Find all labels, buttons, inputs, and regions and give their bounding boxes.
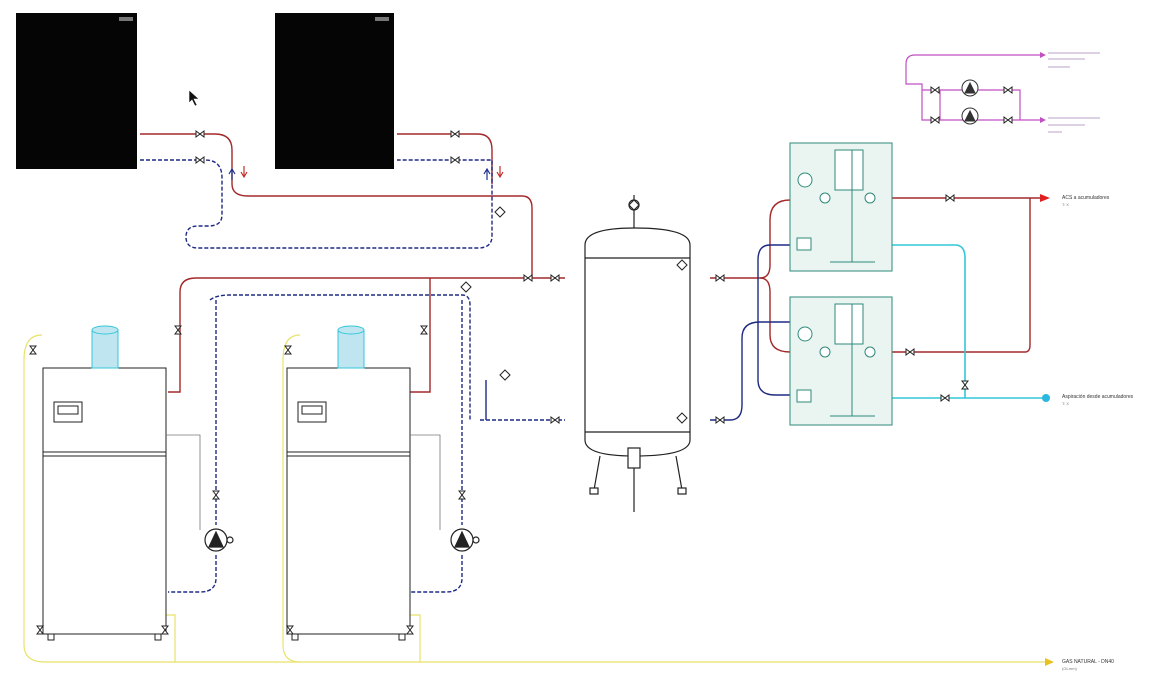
valve-icon xyxy=(458,490,466,500)
valve-icon xyxy=(715,416,725,424)
valve-icon xyxy=(406,625,414,635)
unit-right-badge xyxy=(375,17,389,21)
valve-icon xyxy=(940,394,950,402)
boiler-right xyxy=(286,325,411,641)
heat-pump-unit-left xyxy=(16,13,137,169)
legend-arrow-top xyxy=(1040,52,1046,58)
boiler-left xyxy=(42,325,167,641)
pump-left xyxy=(204,528,234,552)
acs-outlet-arrow xyxy=(1040,194,1050,202)
gas-inlet-label: GAS NATURAL - DN40 xyxy=(1062,659,1114,665)
valve-icon xyxy=(523,274,533,282)
sensor-icon xyxy=(460,281,472,293)
valve-icon xyxy=(174,325,182,335)
gas-inlet-sublabel: (Gt-mm) xyxy=(1062,666,1078,671)
valve-icon xyxy=(161,625,169,635)
valve-icon xyxy=(715,274,725,282)
return-inlet-sublabel: T: X xyxy=(1062,401,1069,406)
valve-icon xyxy=(550,274,560,282)
acs-outlet-label: ACS a acumuladores xyxy=(1062,195,1110,201)
legend-pumps xyxy=(961,79,979,125)
cursor-icon xyxy=(188,89,200,107)
valve-icon xyxy=(930,116,940,124)
sensor-icon xyxy=(676,412,688,424)
pump-right xyxy=(450,528,480,552)
valve-icon xyxy=(195,130,205,138)
valve-icon xyxy=(284,345,292,355)
valve-icon xyxy=(29,345,37,355)
dhw-module-bottom xyxy=(789,296,893,426)
valve-icon xyxy=(420,325,428,335)
dhw-cold-pipes xyxy=(875,244,1045,399)
flue-pipe-left xyxy=(91,329,119,369)
valve-icon xyxy=(550,416,560,424)
legend-placeholder-text xyxy=(1048,52,1100,133)
valve-icon xyxy=(1003,116,1013,124)
flue-pipe-right xyxy=(337,329,365,369)
legend-loop xyxy=(905,54,1040,121)
flue-cap-left xyxy=(91,325,119,335)
valve-icon xyxy=(1003,86,1013,94)
sensor-icon xyxy=(494,206,506,218)
flue-cap-right xyxy=(337,325,365,335)
valves xyxy=(29,86,1013,635)
heat-pump-unit-right xyxy=(275,13,394,169)
valve-icon xyxy=(450,130,460,138)
sensor-icon xyxy=(499,369,511,381)
hot-supply-pipes xyxy=(140,133,1040,393)
return-inlet-marker xyxy=(1042,394,1050,402)
sensor-icon xyxy=(676,259,688,271)
valve-icon xyxy=(212,490,220,500)
valve-icon xyxy=(961,380,969,390)
valve-icon xyxy=(195,156,205,164)
valve-icon xyxy=(930,86,940,94)
cold-return-pipes xyxy=(140,159,790,593)
valve-icon xyxy=(36,625,44,635)
valve-icon xyxy=(450,156,460,164)
legend-arrow-bottom xyxy=(1040,117,1046,123)
valve-icon xyxy=(286,625,294,635)
buffer-tank xyxy=(584,195,691,512)
valve-icon xyxy=(945,194,955,202)
return-inlet-label: Aspiración desde acumuladores xyxy=(1062,394,1134,400)
dhw-module-top xyxy=(789,142,893,272)
gas-inlet-arrow xyxy=(1045,658,1054,666)
unit-left-badge xyxy=(119,17,133,21)
acs-outlet-sublabel: T: X xyxy=(1062,202,1069,207)
flow-arrows xyxy=(228,166,504,180)
boiler-control-lines xyxy=(166,434,441,530)
valve-icon xyxy=(905,348,915,356)
sensor-icon xyxy=(628,199,640,211)
